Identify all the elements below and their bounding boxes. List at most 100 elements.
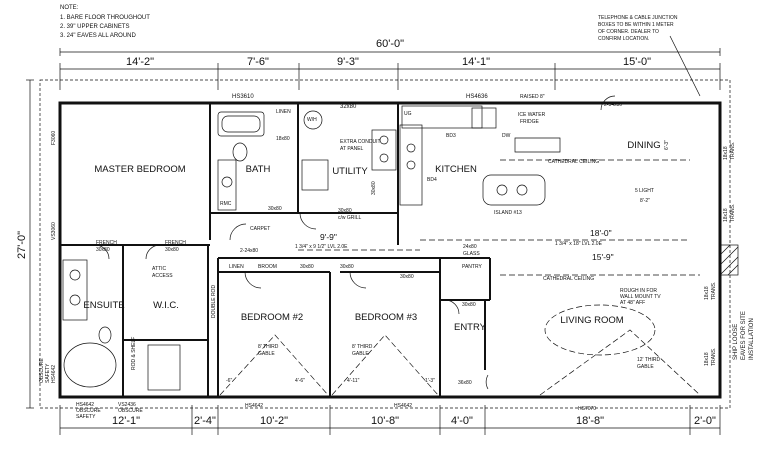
svg-text:W/H: W/H — [307, 117, 317, 123]
room-living: LIVING ROOM — [560, 315, 623, 326]
soaker-tub — [63, 342, 117, 388]
bottom-dim-5: 4'-0" — [451, 415, 473, 427]
svg-text:30x80: 30x80 — [340, 264, 354, 270]
svg-text:VS3060: VS3060 — [51, 222, 57, 240]
svg-text:30x80: 30x80 — [300, 264, 314, 270]
svg-text:LINEN: LINEN — [276, 109, 291, 115]
ceiling-feature — [544, 304, 656, 356]
room-ensuite: ENSUITE — [83, 300, 124, 311]
bottom-dim-6: 18'-8" — [576, 415, 604, 427]
svg-text:DOUBLE ROD: DOUBLE ROD — [211, 285, 217, 318]
svg-text:TRANS.: TRANS. — [711, 348, 717, 366]
bottom-dim-4: 10'-8" — [371, 415, 399, 427]
doors — [94, 95, 616, 390]
svg-text:2-34x80: 2-34x80 — [604, 102, 622, 108]
svg-text:INSTALLATION: INSTALLATION — [749, 318, 755, 360]
svg-text:EAVES FOR SITE: EAVES FOR SITE — [741, 311, 747, 360]
svg-text:DW: DW — [502, 133, 511, 139]
svg-text:HS4642: HS4642 — [394, 403, 412, 409]
junction-box-callout: TELEPHONE & CABLE JUNCTION BOXES TO BE W… — [598, 15, 701, 97]
svg-text:30x80: 30x80 — [371, 181, 377, 195]
svg-text:8' THIRD: 8' THIRD — [258, 344, 279, 350]
overall-width-dimension: 60'-0" — [59, 38, 721, 56]
svg-text:BD3: BD3 — [446, 133, 456, 139]
svg-text:30x80: 30x80 — [400, 274, 414, 280]
shower — [147, 344, 181, 391]
svg-text:BROOM: BROOM — [258, 264, 277, 270]
svg-text:TELEPHONE & CABLE JUNCTION: TELEPHONE & CABLE JUNCTION — [598, 15, 678, 21]
svg-text:BD4: BD4 — [427, 177, 437, 183]
room-dining: DINING — [627, 140, 660, 151]
room-bedroom-3: BEDROOM #3 — [355, 312, 417, 323]
island — [482, 174, 546, 206]
svg-text:AT PANEL: AT PANEL — [340, 146, 364, 152]
svg-text:FRENCH: FRENCH — [165, 240, 186, 246]
room-labels: MASTER BEDROOM BATH UTILITY KITCHEN DINI… — [83, 140, 660, 333]
top-dim-5: 15'-0" — [623, 56, 651, 68]
svg-text:4'-11": 4'-11" — [347, 378, 360, 384]
washer — [303, 110, 323, 130]
svg-text:ROUGH IN FOR: ROUGH IN FOR — [620, 288, 657, 294]
svg-text:CATHEDRAL CEILING: CATHEDRAL CEILING — [548, 159, 599, 165]
svg-text:18x18: 18x18 — [704, 352, 710, 366]
svg-text:CATHEDRAL CEILING: CATHEDRAL CEILING — [543, 276, 594, 282]
svg-text:18x18: 18x18 — [723, 208, 729, 222]
gables — [219, 329, 701, 396]
svg-text:30x80: 30x80 — [96, 247, 110, 253]
svg-text:32x80: 32x80 — [340, 104, 357, 110]
overall-depth: 27'-0" — [16, 231, 28, 259]
room-wic: W.I.C. — [153, 300, 179, 311]
svg-text:CARPET: CARPET — [250, 226, 270, 232]
svg-text:ACCESS: ACCESS — [152, 273, 173, 279]
top-dim-4: 14'-1" — [462, 56, 490, 68]
svg-text:6'-3": 6'-3" — [664, 140, 670, 150]
bottom-dim-1: 12'-1" — [112, 415, 140, 427]
top-dimensions: 14'-2" 7'-6" 9'-3" 14'-1" 15'-0" — [59, 56, 721, 90]
ensuite-vanity — [62, 259, 88, 321]
annotations: HS3610 LINEN W/H 32x80 18x80 EXTRA CONDU… — [39, 94, 755, 420]
svg-text:1'-3": 1'-3" — [425, 378, 435, 384]
svg-text:2-24x80: 2-24x80 — [240, 248, 258, 254]
svg-text:BOXES TO BE WITHIN 1 METER: BOXES TO BE WITHIN 1 METER — [598, 22, 674, 28]
svg-text:SAFETY: SAFETY — [45, 363, 51, 383]
svg-text:EXTRA CONDUIT: EXTRA CONDUIT — [340, 139, 381, 145]
svg-text:TRANS.: TRANS. — [730, 204, 736, 222]
svg-text:5 LIGHT: 5 LIGHT — [635, 188, 654, 194]
svg-text:TRANS.: TRANS. — [730, 142, 736, 160]
svg-text:HS4642: HS4642 — [76, 402, 94, 408]
overall-width: 60'-0" — [376, 38, 404, 50]
svg-text:9'-9": 9'-9" — [320, 232, 337, 242]
svg-text:4'-6": 4'-6" — [295, 378, 305, 384]
svg-text:OBSCURE: OBSCURE — [118, 408, 143, 414]
ensuite-toilet — [98, 326, 112, 344]
note-2: 2. 39" UPPER CABINETS — [60, 24, 130, 30]
bottom-dimensions: 12'-1" 2'-4" 10'-2" 10'-8" 4'-0" 18'-8" … — [59, 405, 721, 435]
top-dim-1: 14'-2" — [126, 56, 154, 68]
svg-text:GABLE: GABLE — [637, 364, 654, 370]
svg-text:ROD & SHELF: ROD & SHELF — [131, 337, 137, 370]
svg-text:36x80: 36x80 — [458, 380, 472, 386]
bathtub — [217, 111, 265, 137]
svg-text:GABLE: GABLE — [352, 351, 369, 357]
top-dim-2: 7'-6" — [247, 56, 269, 68]
beams — [298, 159, 700, 276]
svg-text:HS4636: HS4636 — [466, 94, 488, 100]
top-dim-3: 9'-3" — [337, 56, 359, 68]
room-bedroom-2: BEDROOM #2 — [241, 312, 303, 323]
svg-text:18x18: 18x18 — [723, 146, 729, 160]
svg-text:18x80: 18x80 — [276, 136, 290, 142]
svg-text:FRIDGE: FRIDGE — [520, 119, 540, 125]
svg-text:FRENCH: FRENCH — [96, 240, 117, 246]
room-utility: UTILITY — [332, 166, 368, 177]
svg-text:30x80: 30x80 — [462, 302, 476, 308]
note-1: 1. BARE FLOOR THROUGHOUT — [60, 15, 150, 21]
dryer — [301, 159, 329, 191]
svg-text:24x80: 24x80 — [463, 244, 477, 250]
kitchen-counter — [401, 105, 483, 129]
svg-text:-6": -6" — [226, 378, 232, 384]
window-markers — [80, 102, 640, 398]
room-master-bedroom: MASTER BEDROOM — [94, 164, 185, 175]
svg-text:ISLAND #13: ISLAND #13 — [494, 210, 522, 216]
svg-text:WALL MOUNT TV: WALL MOUNT TV — [620, 294, 661, 300]
